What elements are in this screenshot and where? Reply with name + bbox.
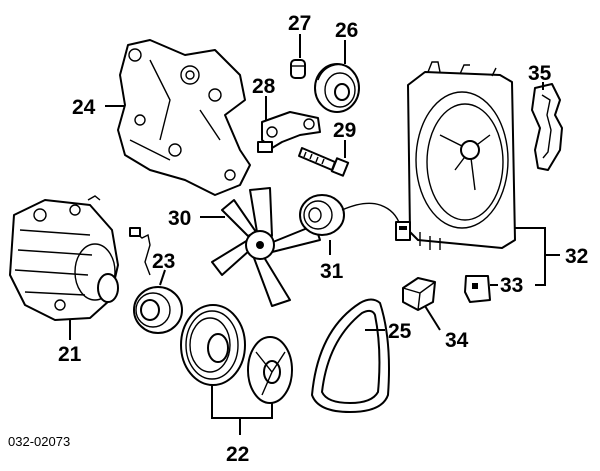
armature-plate xyxy=(247,336,293,404)
callout-24: 24 xyxy=(72,96,96,119)
callout-23: 23 xyxy=(152,250,175,273)
callout-34: 34 xyxy=(445,329,469,352)
callout-29: 29 xyxy=(333,119,356,142)
callout-21: 21 xyxy=(58,343,82,366)
compressor-bracket xyxy=(117,39,251,196)
callout-30: 30 xyxy=(168,207,191,230)
callout-35: 35 xyxy=(528,62,552,85)
leader-23 xyxy=(159,269,166,286)
drive-belt xyxy=(311,298,390,413)
nut xyxy=(290,59,306,79)
leader-22-bracket xyxy=(211,385,273,419)
leader-34 xyxy=(424,305,441,331)
callout-25: 25 xyxy=(388,320,412,343)
callout-27: 27 xyxy=(288,12,311,35)
shroud-clip xyxy=(464,275,491,303)
adjusting-bolt xyxy=(298,147,350,177)
idler-pulley xyxy=(314,63,360,113)
cooling-fan xyxy=(211,187,321,307)
compressor-wire xyxy=(129,227,151,276)
callout-28: 28 xyxy=(252,75,276,98)
field-coil xyxy=(133,286,183,334)
fan-shroud xyxy=(407,61,516,250)
callout-33: 33 xyxy=(500,274,523,297)
callout-26: 26 xyxy=(335,19,358,42)
clutch-pulley xyxy=(180,304,246,386)
ac-compressor xyxy=(9,195,119,321)
callout-32: 32 xyxy=(565,245,588,268)
fan-motor xyxy=(299,194,411,241)
fan-shroud-seal xyxy=(531,83,563,171)
callout-31: 31 xyxy=(320,260,344,283)
callout-22: 22 xyxy=(226,443,249,466)
leader-32-bracket xyxy=(515,227,546,286)
rubber-mount xyxy=(402,277,436,311)
tensioner-arm xyxy=(257,111,321,153)
diagram-code: 032-02073 xyxy=(8,434,70,449)
